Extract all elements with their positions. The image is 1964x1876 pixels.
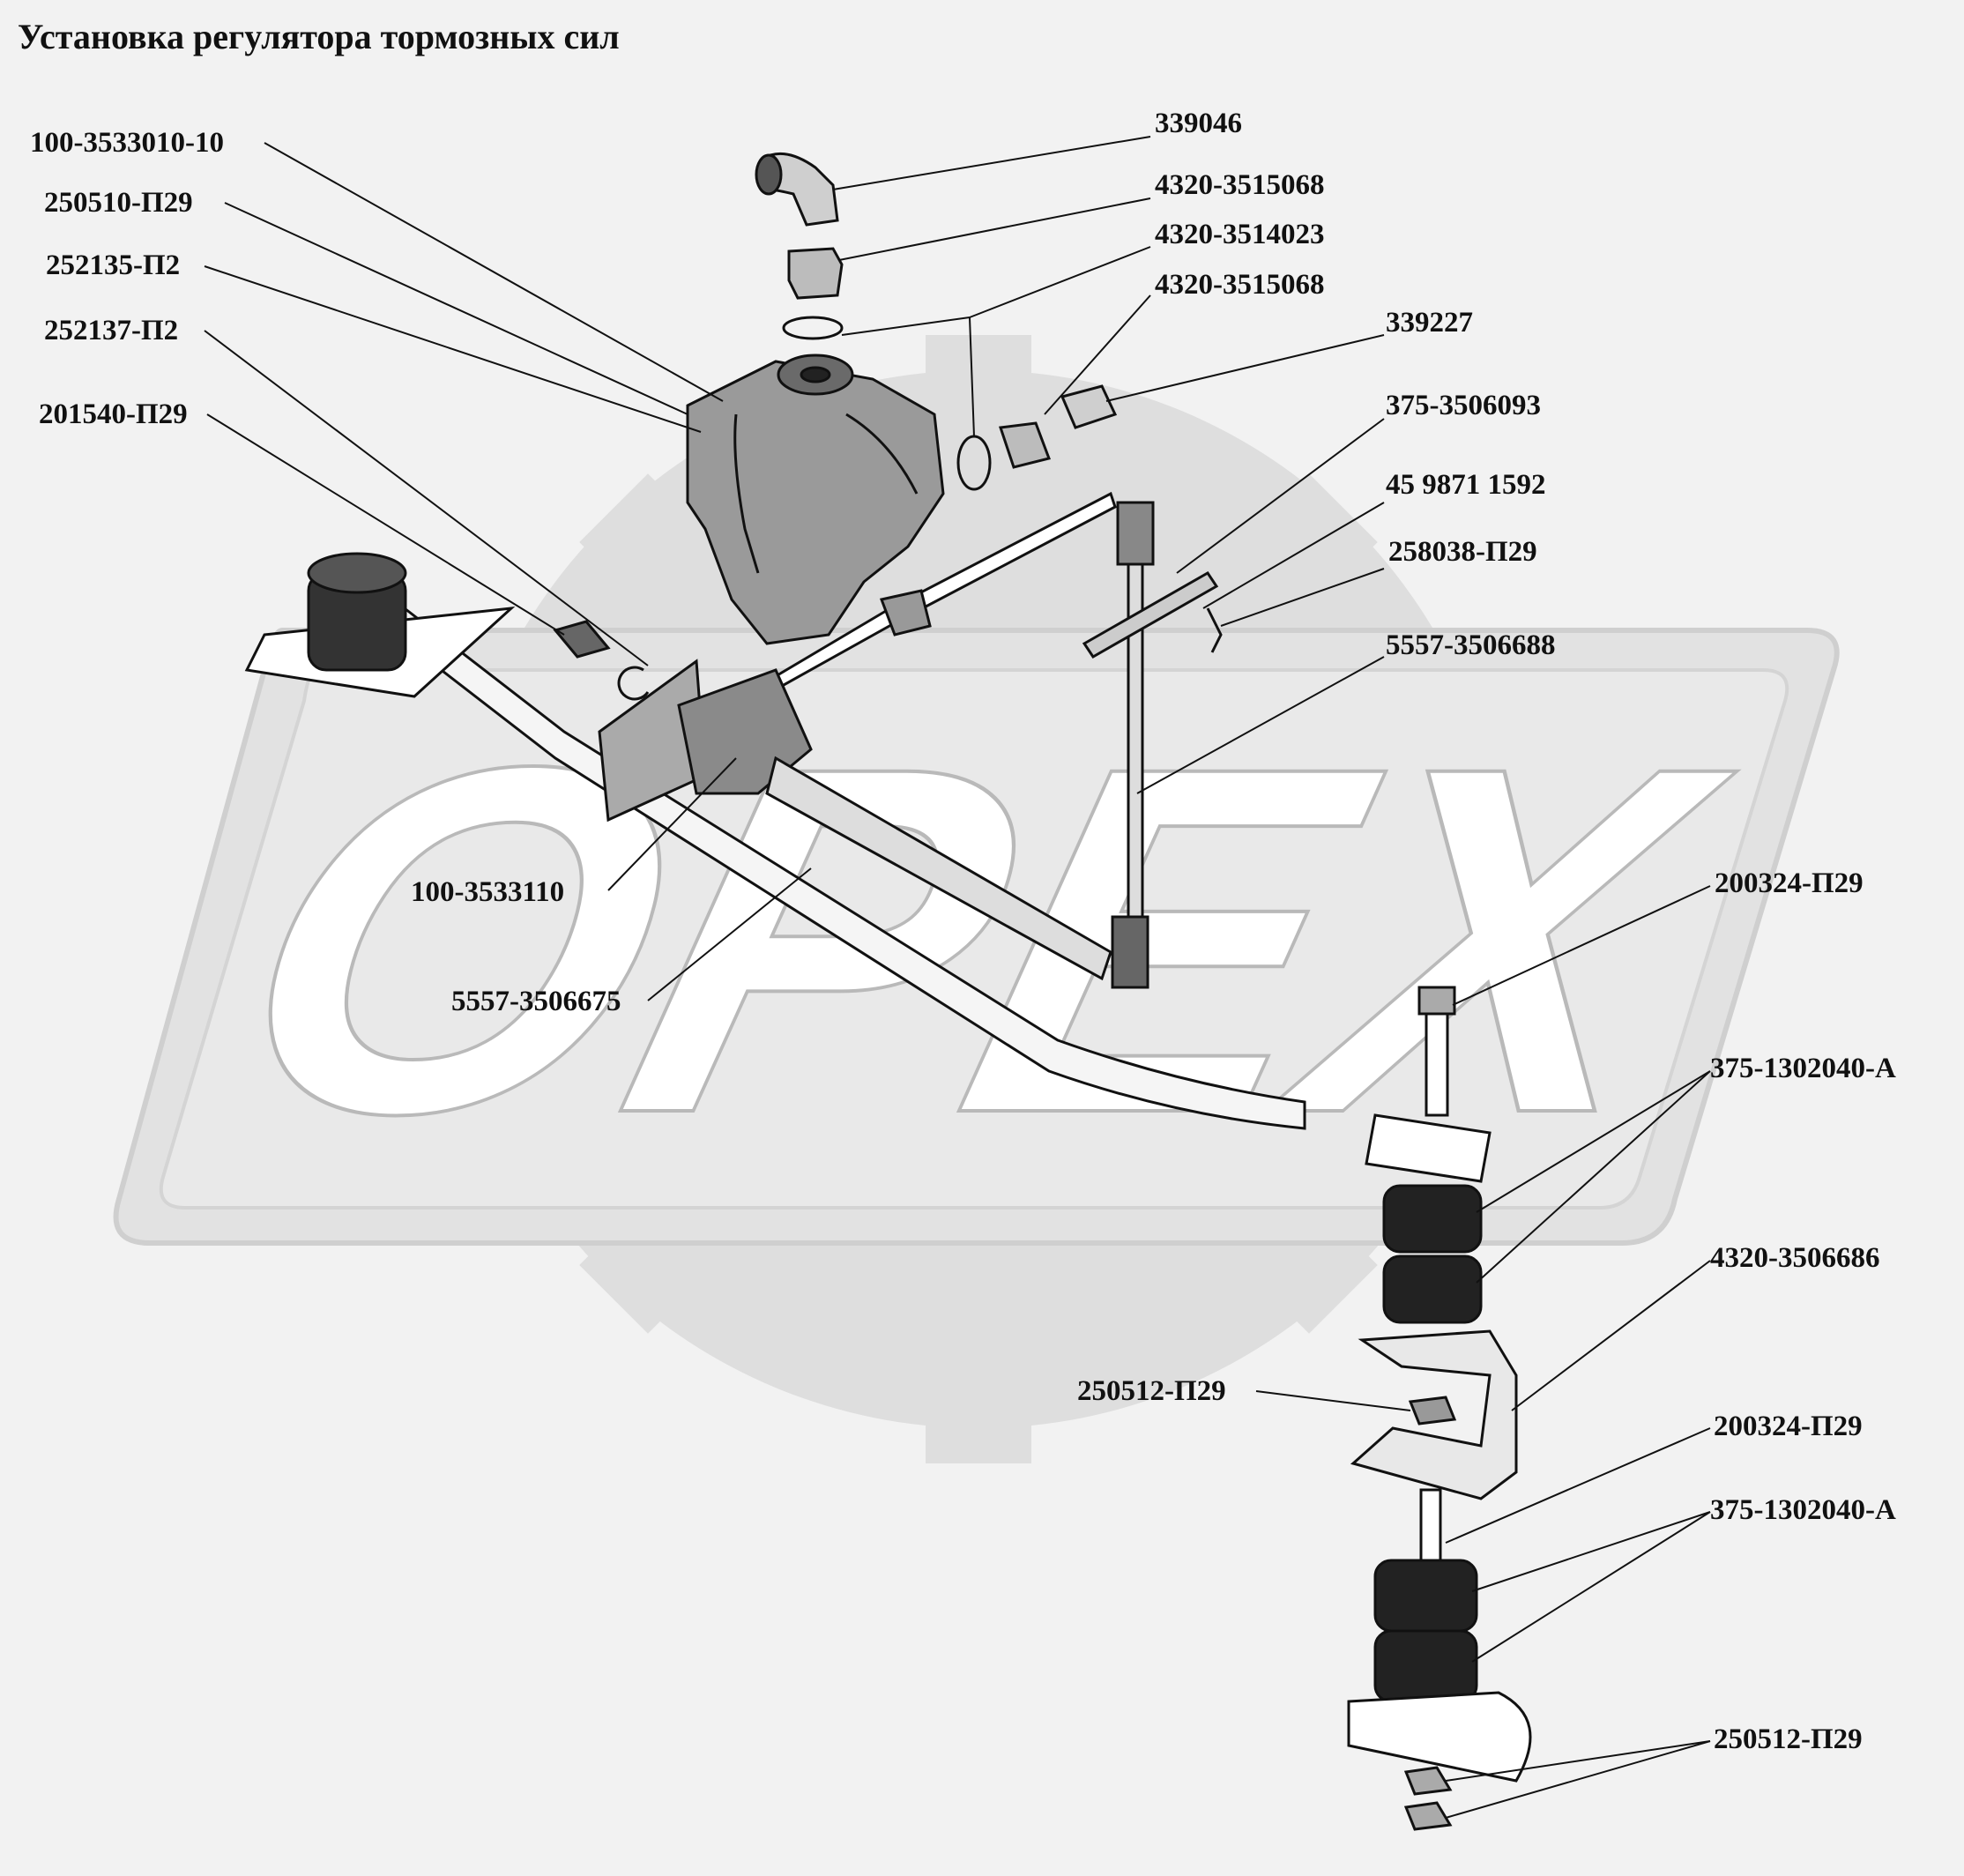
callout-45-9871-1592: 45 9871 1592 — [1386, 469, 1546, 501]
callout-375-1302040-lower: 375-1302040-А — [1710, 1494, 1896, 1526]
callout-4320-3515068-top: 4320-3515068 — [1155, 169, 1325, 201]
callout-250512-lower: 250512-П29 — [1714, 1723, 1863, 1755]
callout-4320-3514023: 4320-3514023 — [1155, 219, 1325, 250]
rubber-bushings-upper — [1382, 1184, 1483, 1324]
rod-lower-joint — [1111, 915, 1149, 989]
callout-339046: 339046 — [1155, 108, 1242, 139]
bracket-nut-upper — [1408, 1396, 1457, 1426]
lever-bracket — [1082, 571, 1219, 659]
callout-labels: 339046 4320-3515068 4320-3514023 4320-35… — [30, 108, 1896, 1755]
callout-250512-upper: 250512-П29 — [1077, 1375, 1226, 1407]
callout-4320-3515068-right: 4320-3515068 — [1155, 269, 1325, 301]
callout-252137: 252137-П2 — [44, 315, 178, 346]
nut-lower-1 — [1403, 1766, 1453, 1796]
elbow-fitting — [755, 152, 839, 227]
brake-force-regulator — [686, 354, 945, 645]
watermark-text: OPEX — [190, 664, 1765, 1216]
small-bolt — [553, 620, 611, 659]
callout-5557-3506675: 5557-3506675 — [451, 986, 621, 1017]
sealing-washer-top — [782, 316, 844, 340]
leader-lines — [204, 136, 1711, 1819]
lever-nut — [879, 589, 932, 636]
cotter-pin — [1206, 607, 1223, 653]
u-bracket — [1350, 1329, 1518, 1500]
callout-252135: 252135-П2 — [46, 249, 180, 281]
lower-mount-plate — [1347, 1691, 1532, 1783]
parts — [244, 152, 1532, 1831]
callout-339227: 339227 — [1386, 307, 1473, 339]
vertical-link-rod — [1127, 518, 1144, 963]
adapter-nut-right — [998, 421, 1051, 469]
nut-lower-2 — [1403, 1801, 1453, 1831]
page-title: Установка регулятора тормозных сил — [18, 17, 620, 56]
left-rubber-bushing — [307, 552, 407, 672]
bolt-upper — [1417, 986, 1456, 1117]
rubber-sleeve — [598, 659, 1112, 981]
callout-4320-3506686: 4320-3506686 — [1710, 1242, 1880, 1274]
callout-375-1302040-upper: 375-1302040-А — [1710, 1053, 1896, 1084]
callout-200324-lower: 200324-П29 — [1714, 1411, 1863, 1442]
watermark-logo: OPEX — [113, 335, 1840, 1463]
callout-100-3533010-10: 100-3533010-10 — [30, 127, 224, 159]
rod-upper-joint — [1116, 501, 1155, 566]
callout-258038: 258038-П29 — [1388, 536, 1537, 568]
callout-375-3506093: 375-3506093 — [1386, 390, 1541, 421]
callout-100-3533110: 100-3533110 — [411, 876, 564, 908]
callout-201540: 201540-П29 — [39, 398, 188, 430]
callout-5557-3506688: 5557-3506688 — [1386, 629, 1556, 661]
bar-end-eye — [1365, 1113, 1492, 1183]
torsion-link-bar — [360, 579, 1306, 1130]
watermark-badge-inner — [159, 668, 1789, 1210]
union-fitting — [1060, 384, 1118, 429]
callout-250510: 250510-П29 — [44, 187, 193, 219]
adapter-nut-top — [787, 247, 844, 300]
rubber-bushings-lower — [1373, 1559, 1478, 1703]
snap-ring — [617, 666, 650, 701]
callout-200324-upper: 200324-П29 — [1715, 867, 1864, 899]
